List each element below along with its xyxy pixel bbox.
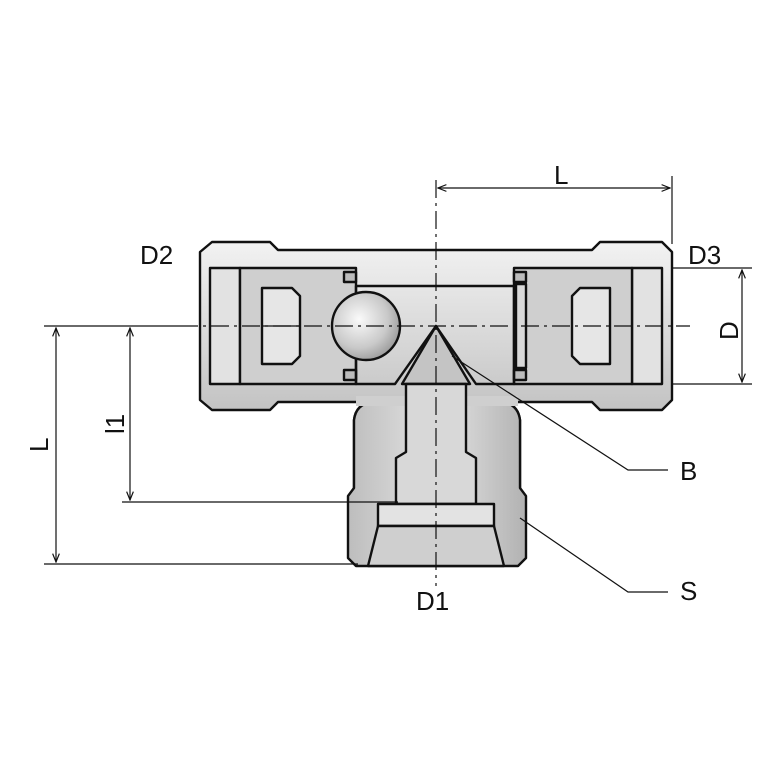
label-D: D (714, 321, 744, 340)
label-S: S (680, 576, 697, 606)
label-D2: D2 (140, 240, 173, 270)
dimension-D (672, 267, 752, 385)
dimension-L-top (438, 176, 673, 244)
label-l1: l1 (100, 414, 130, 434)
label-L-top: L (554, 160, 568, 190)
leader-S (519, 517, 668, 593)
dimension-L-left (44, 325, 358, 565)
leader-B (451, 355, 668, 471)
dimension-l1 (122, 328, 398, 503)
label-D1: D1 (416, 586, 449, 616)
label-B: B (680, 456, 697, 486)
label-D3: D3 (688, 240, 721, 270)
label-L-left: L (24, 438, 54, 452)
